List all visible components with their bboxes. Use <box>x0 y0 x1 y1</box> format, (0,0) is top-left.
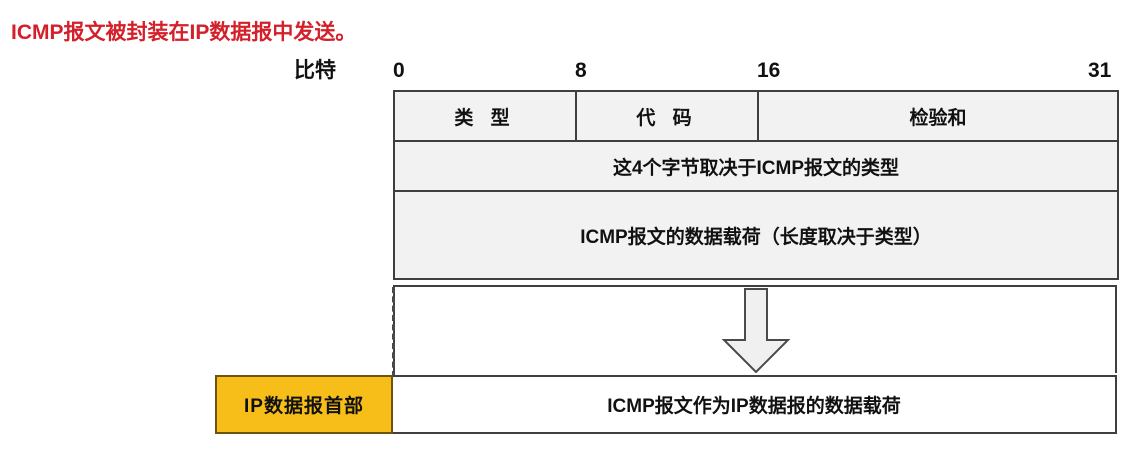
bit-tick-31: 31 <box>1088 59 1112 82</box>
icmp-field-code: 代 码 <box>575 90 759 142</box>
ip-datagram-header-cell: IP数据报首部 <box>215 375 393 434</box>
bit-ruler: 比特 0 8 16 31 <box>0 58 1142 88</box>
icmp-field-checksum: 检验和 <box>757 90 1119 142</box>
bit-tick-8: 8 <box>575 59 587 82</box>
bit-tick-16: 16 <box>757 59 781 82</box>
icmp-variable-row: 这4个字节取决于ICMP报文的类型 <box>393 140 1119 192</box>
bit-tick-0: 0 <box>393 59 405 82</box>
icmp-payload-field: ICMP报文的数据载荷（长度取决于类型） <box>393 190 1119 280</box>
dashed-connector-line <box>392 287 395 377</box>
ip-datagram-bar: IP数据报首部 ICMP报文作为IP数据报的数据载荷 <box>215 375 1117 434</box>
bit-ruler-caption: 比特 <box>294 59 336 82</box>
icmp-header-row: 类 型 代 码 检验和 <box>393 90 1119 142</box>
icmp-variable-field: 这4个字节取决于ICMP报文的类型 <box>393 140 1119 192</box>
icmp-payload-row: ICMP报文的数据载荷（长度取决于类型） <box>393 190 1119 280</box>
icmp-field-type: 类 型 <box>393 90 577 142</box>
page-title: ICMP报文被封装在IP数据报中发送。 <box>11 21 357 44</box>
ip-datagram-payload-cell: ICMP报文作为IP数据报的数据载荷 <box>393 375 1117 434</box>
down-arrow-icon <box>721 288 791 373</box>
icmp-packet-diagram: 类 型 代 码 检验和 这4个字节取决于ICMP报文的类型 ICMP报文的数据载… <box>393 90 1119 280</box>
